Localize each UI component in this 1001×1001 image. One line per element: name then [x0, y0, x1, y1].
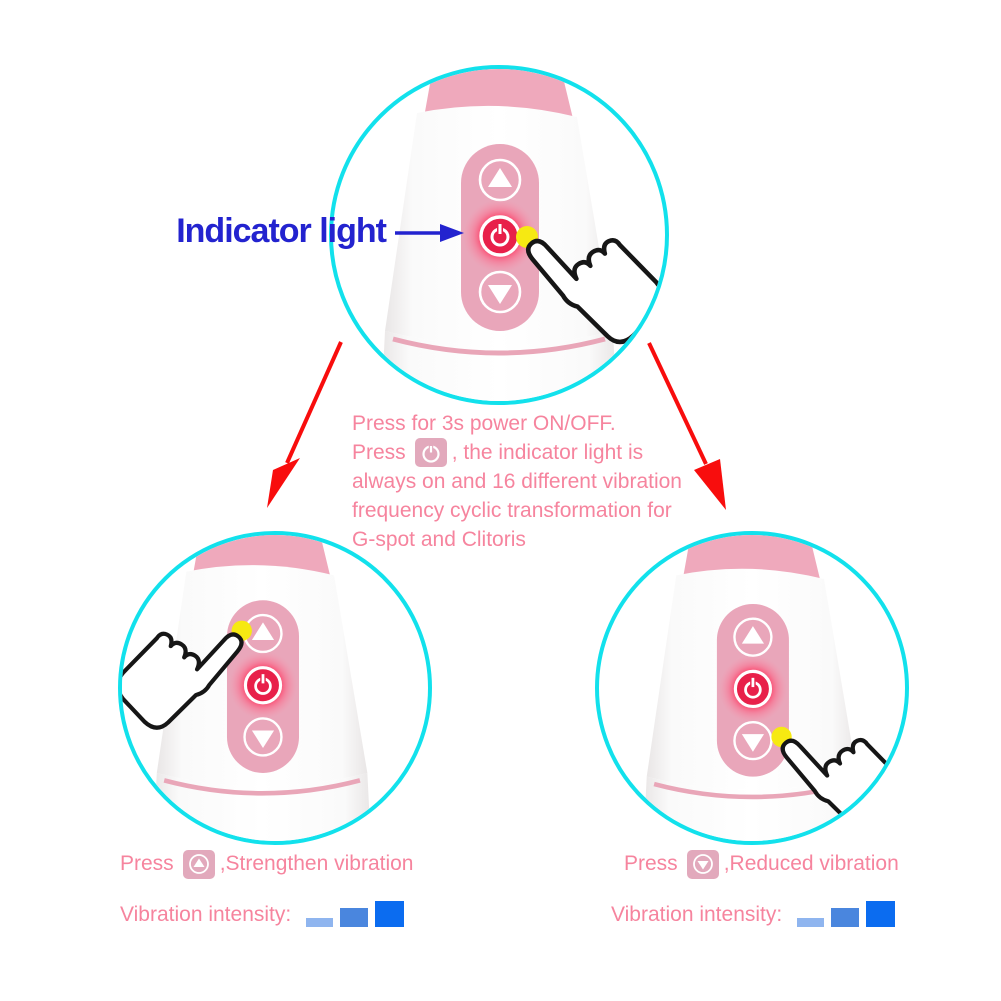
reduce-instruction: Press ,Reduced vibration: [624, 849, 899, 879]
note-line-5: G-spot and Clitoris: [352, 528, 526, 551]
photo-inset-power: [329, 65, 669, 405]
power-instructions: Press for 3s power ON/OFF. Press , the i…: [352, 409, 712, 554]
strengthen-instruction: Press ,Strengthen vibration: [120, 849, 413, 879]
note-line-3: always on and 16 different vibration: [352, 470, 682, 493]
red-arrow-left: [267, 341, 343, 508]
power-chip-icon: [414, 438, 447, 467]
intensity-label: Vibration intensity:: [120, 903, 292, 926]
note-line-1: Press for 3s power ON/OFF.: [352, 412, 616, 435]
intensity-left: Vibration intensity:: [120, 897, 405, 927]
massager-device: [381, 65, 617, 405]
intensity-bar-level-2: [340, 908, 369, 927]
device-photo: [329, 65, 669, 405]
photo-inset-strengthen: [118, 531, 432, 845]
device-photo: [595, 531, 909, 845]
indicator-light-label: Indicator light: [176, 212, 387, 250]
intensity-bars: [797, 901, 896, 927]
intensity-bar-level-1: [797, 918, 825, 927]
triangle-up-chip-icon: [182, 849, 215, 879]
intensity-bar-level-1: [306, 918, 334, 927]
note-line-2-after: , the indicator light is: [451, 441, 644, 464]
reduce-label: ,Reduced vibration: [723, 852, 899, 875]
strengthen-label: ,Strengthen vibration: [219, 852, 414, 875]
press-label: Press: [624, 852, 678, 875]
intensity-label: Vibration intensity:: [611, 903, 783, 926]
triangle-down-chip-icon: [686, 849, 719, 879]
intensity-bar-level-2: [831, 908, 860, 927]
note-line-4: frequency cyclic transformation for: [352, 499, 672, 522]
device-photo: [118, 531, 432, 845]
note-line: Press , the indicator light is: [352, 438, 712, 467]
press-label: Press: [120, 852, 174, 875]
intensity-bar-level-3: [375, 901, 405, 927]
note-line: G-spot and Clitoris: [352, 525, 712, 554]
note-line: always on and 16 different vibration: [352, 467, 712, 496]
photo-inset-reduce: [595, 531, 909, 845]
intensity-bars: [306, 901, 405, 927]
note-line: frequency cyclic transformation for: [352, 496, 712, 525]
note-line: Press for 3s power ON/OFF.: [352, 409, 712, 438]
note-line-2-before: Press: [352, 441, 406, 464]
intensity-bar-level-3: [866, 901, 896, 927]
intensity-right: Vibration intensity:: [611, 897, 896, 927]
